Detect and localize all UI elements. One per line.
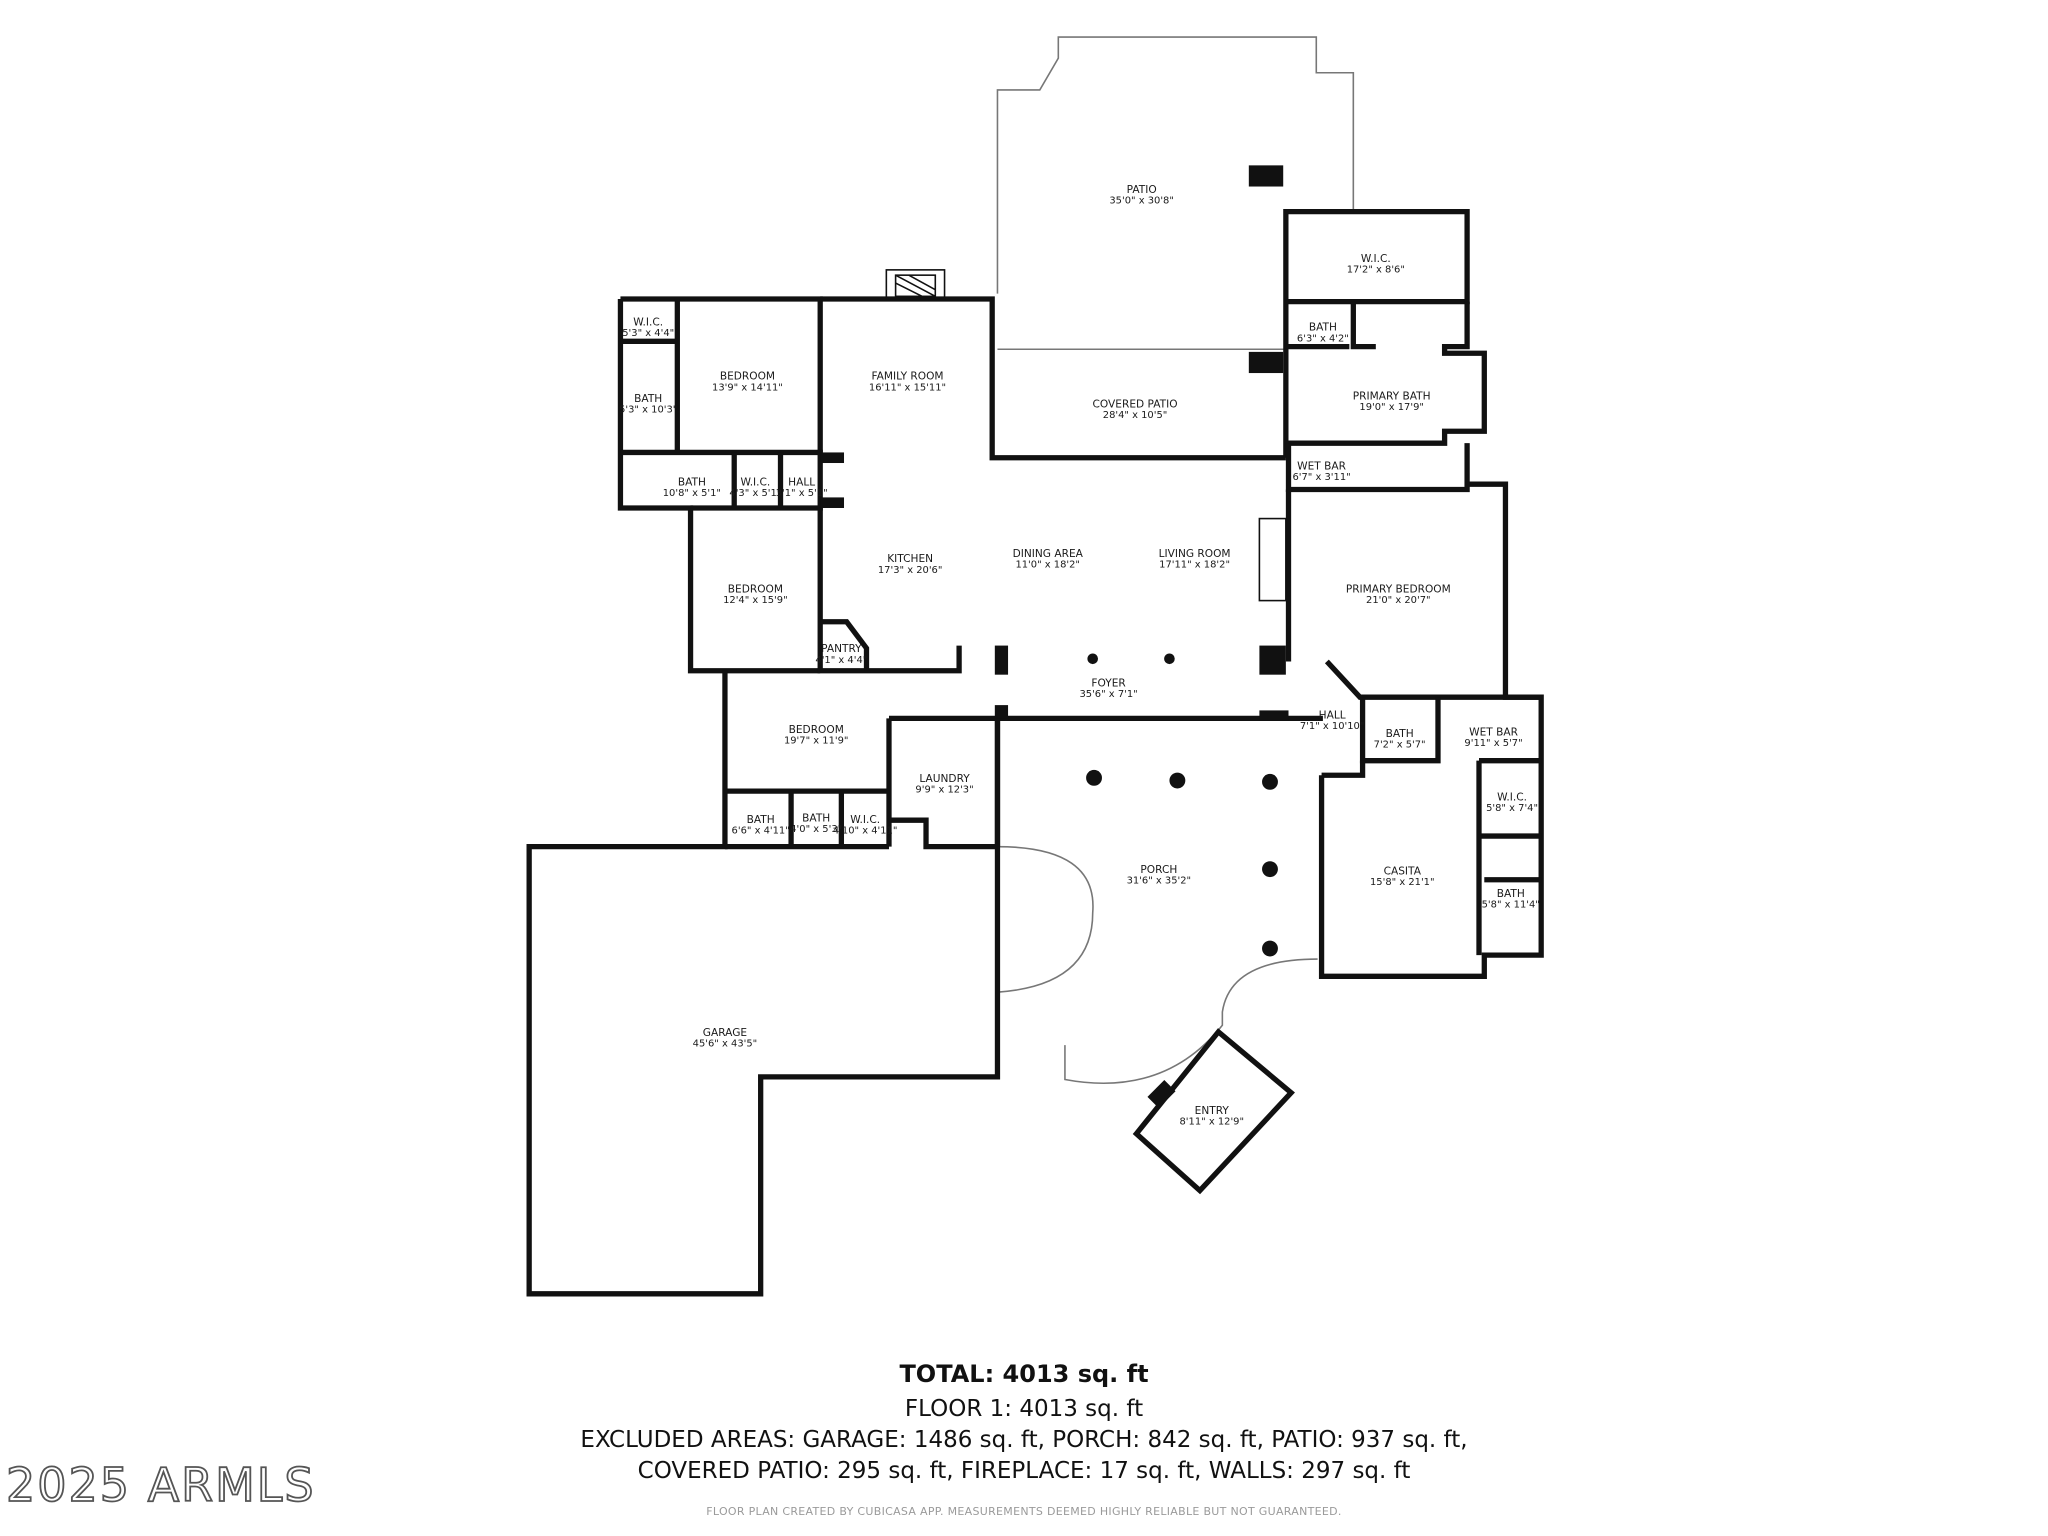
room-dims: 9'11" x 5'7" [1464, 738, 1522, 749]
room-name: BATH [1386, 728, 1414, 740]
room-name: FOYER [1091, 678, 1126, 690]
room-name: LAUNDRY [919, 773, 970, 785]
room-dims: 5'8" x 11'4" [1482, 900, 1540, 911]
room-dims: 4'0" x 5'3" [790, 824, 842, 835]
porch-columns [1086, 653, 1278, 957]
room-dims: 4'3" x 5'1" [729, 488, 781, 499]
room-name: CASITA [1384, 865, 1422, 877]
room-name: KITCHEN [887, 553, 933, 565]
room-name: DINING AREA [1013, 548, 1084, 560]
room-dims: 28'4" x 10'5" [1103, 410, 1168, 421]
room-name: LIVING ROOM [1159, 548, 1231, 560]
room-name: BEDROOM [720, 371, 775, 383]
excluded-areas-line-2: COVERED PATIO: 295 sq. ft, FIREPLACE: 17… [637, 1458, 1411, 1484]
room-name: WET BAR [1469, 727, 1518, 739]
room-dims: 10'8" x 5'1" [663, 488, 721, 499]
room-name: PRIMARY BATH [1353, 391, 1431, 403]
excluded-areas-line-1: EXCLUDED AREAS: GARAGE: 1486 sq. ft, POR… [580, 1427, 1468, 1453]
room-dims: 11'0" x 18'2" [1015, 560, 1080, 571]
structural-blocks [820, 165, 1289, 1109]
room-dims: 6'7" x 3'11" [1292, 472, 1350, 483]
room-name: BATH [678, 477, 706, 489]
room-dims: 5'8" x 7'4" [1486, 803, 1538, 814]
room-dims: 5'3" x 4'4" [622, 328, 674, 339]
room-dims: 45'6" x 43'5" [693, 1038, 758, 1049]
room-dims: 3'1" x 5'1" [776, 488, 828, 499]
room-dims: 35'6" x 7'1" [1079, 689, 1137, 700]
walls [526, 209, 1544, 1297]
room-name: BEDROOM [728, 584, 783, 596]
room-dims: 8'11" x 12'9" [1180, 1116, 1245, 1127]
room-name: HALL [1319, 709, 1346, 721]
room-dims: 21'0" x 20'7" [1366, 595, 1431, 606]
room-dims: 7'1" x 10'10" [1300, 721, 1365, 732]
room-name: BATH [1497, 888, 1525, 900]
room-name: W.I.C. [740, 477, 770, 489]
room-dims: 7'2" x 5'7" [1374, 739, 1426, 750]
room-dims: 19'7" x 11'9" [784, 735, 849, 746]
watermark: 2025 ARMLS [5, 1457, 316, 1513]
room-name: BATH [634, 393, 662, 405]
room-name: BATH [802, 813, 830, 825]
room-name: PORCH [1140, 864, 1177, 876]
room-name: COVERED PATIO [1093, 398, 1178, 410]
room-name: PANTRY [821, 643, 862, 655]
room-dims: 9'9" x 12'3" [915, 784, 973, 795]
room-dims: 12'4" x 15'9" [723, 595, 788, 606]
room-name: GARAGE [703, 1027, 747, 1039]
room-dims: 4'1" x 4'4" [815, 655, 867, 666]
room-name: BATH [1309, 322, 1337, 334]
room-labels: PATIO 35'0" x 30'8" W.I.C. 17'2" x 8'6" … [619, 184, 1540, 1127]
room-name: PRIMARY BEDROOM [1346, 584, 1451, 596]
room-dims: 17'3" x 20'6" [878, 565, 943, 576]
room-dims: 15'8" x 21'1" [1370, 877, 1435, 888]
room-name: W.I.C. [850, 814, 880, 826]
room-dims: 17'11" x 18'2" [1159, 560, 1230, 571]
room-dims: 31'6" x 35'2" [1127, 876, 1192, 887]
room-dims: 5'3" x 10'3" [619, 405, 677, 416]
room-dims: 6'3" x 4'2" [1297, 333, 1349, 344]
floor-1-area: FLOOR 1: 4013 sq. ft [904, 1396, 1144, 1422]
room-name: BEDROOM [789, 724, 844, 736]
room-name: ENTRY [1195, 1105, 1230, 1117]
room-name: BATH [747, 814, 775, 826]
room-dims: 4'10" x 4'11" [833, 825, 898, 836]
disclaimer: FLOOR PLAN CREATED BY CUBICASA APP. MEAS… [706, 1505, 1342, 1518]
room-dims: 17'2" x 8'6" [1347, 265, 1405, 276]
room-dims: 35'0" x 30'8" [1109, 196, 1174, 207]
room-dims: 13'9" x 14'11" [712, 382, 783, 393]
room-dims: 6'6" x 4'11" [732, 825, 790, 836]
fireplace-icon [885, 269, 1287, 602]
room-name: PATIO [1127, 184, 1157, 196]
room-dims: 16'11" x 15'11" [869, 382, 946, 393]
total-area: TOTAL: 4013 sq. ft [899, 1360, 1149, 1388]
room-name: W.I.C. [633, 316, 663, 328]
room-name: WET BAR [1297, 461, 1346, 473]
room-name: FAMILY ROOM [871, 371, 943, 383]
room-name: W.I.C. [1497, 791, 1527, 803]
room-dims: 19'0" x 17'9" [1359, 402, 1424, 413]
room-name: W.I.C. [1361, 253, 1391, 265]
room-name: HALL [788, 477, 815, 489]
